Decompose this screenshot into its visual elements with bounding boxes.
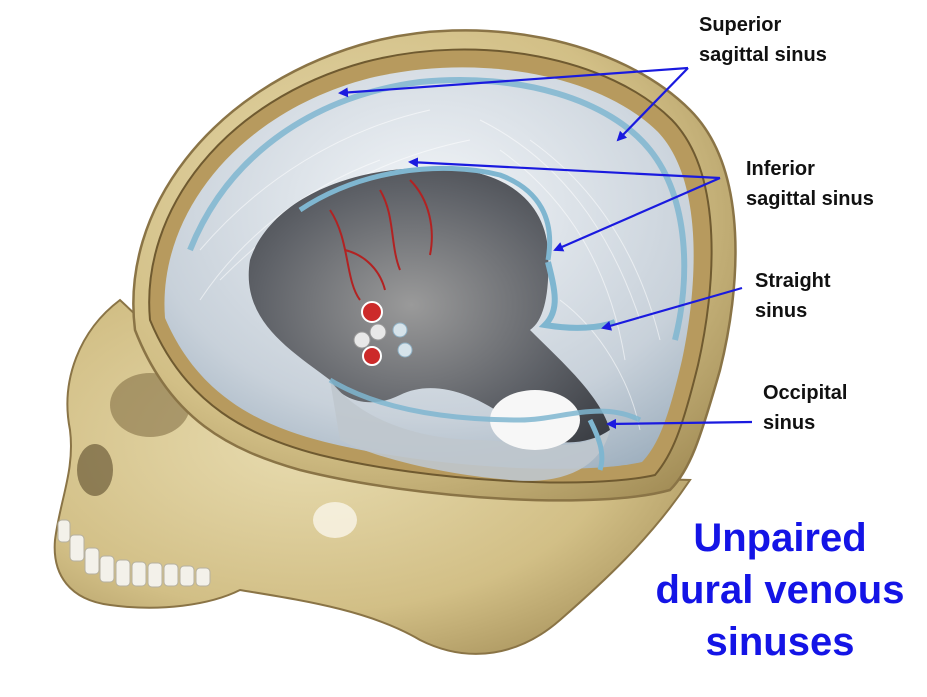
cranial-cavity — [248, 167, 610, 443]
label-straight-sinus: Straight sinus — [755, 266, 831, 326]
meningeal-arteries — [329, 179, 433, 301]
slide-title: Unpaired dural venous sinuses — [640, 512, 920, 668]
arrow-inferior-2 — [553, 176, 721, 252]
label-superior-line-1: Superior — [699, 14, 782, 36]
teeth — [57, 519, 211, 588]
pointer-arrows — [338, 66, 753, 429]
label-straight-line-1: Straight — [755, 270, 831, 292]
label-inferior-line-2: sagittal sinus — [746, 188, 874, 210]
label-occipital-line-1: Occipital — [763, 382, 848, 404]
cut-vessels — [353, 301, 413, 366]
arrow-superior-2 — [616, 67, 689, 142]
arrow-inferior-1 — [408, 157, 721, 180]
arrow-occipital — [606, 418, 753, 429]
transverse-sinus-vessel — [328, 377, 642, 423]
nasal-cavity — [77, 444, 113, 496]
label-occipital-sinus: Occipital sinus — [763, 378, 847, 438]
label-occipital-line-2: sinus — [763, 412, 816, 434]
inferior-sagittal-sinus-vessel — [298, 165, 553, 261]
arrow-superior-1 — [338, 66, 689, 98]
label-superior-line-2: sagittal sinus — [699, 44, 827, 66]
label-inferior-sagittal-sinus: Inferior sagittal sinus — [746, 154, 874, 214]
title-line-1: Unpaired — [693, 516, 867, 560]
straight-sinus-vessel — [538, 261, 617, 331]
superior-sagittal-sinus-vessel — [187, 77, 688, 341]
title-line-3: sinuses — [705, 620, 855, 664]
label-superior-sagittal-sinus: Superior sagittal sinus — [699, 10, 827, 70]
title-line-2: dural venous — [655, 568, 905, 612]
label-inferior-line-1: Inferior — [746, 158, 815, 180]
mandible-foramen — [313, 502, 357, 538]
arrow-straight — [601, 286, 743, 331]
tentorium — [330, 380, 610, 481]
label-straight-line-2: sinus — [755, 300, 808, 322]
occipital-sinus-vessel — [587, 418, 605, 471]
